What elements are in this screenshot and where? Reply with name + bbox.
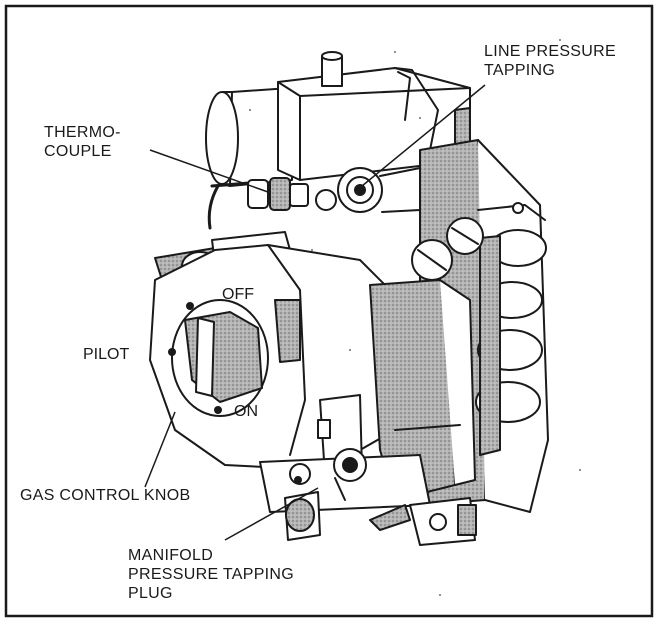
leader-line-pressure: [361, 84, 486, 187]
figure-frame: [4, 4, 654, 618]
gas-control-knob: [168, 299, 269, 417]
leader-lines: [144, 84, 486, 541]
label-manifold-line3: PLUG: [128, 585, 173, 602]
print-speckle: [249, 39, 581, 596]
line-pressure-fitting: [337, 167, 421, 213]
label-manifold-pressure-tapping-plug: MANIFOLD PRESSURE TAPPING PLUG: [128, 546, 294, 603]
label-thermocouple-line1: THERMO-: [44, 124, 121, 141]
label-thermocouple-line2: COUPLE: [44, 143, 112, 160]
thermocouple-fitting: [207, 177, 337, 230]
label-gas-control-knob: GAS CONTROL KNOB: [20, 487, 191, 504]
label-thermocouple: THERMO- COUPLE: [44, 123, 121, 161]
front-cover: [369, 279, 476, 501]
label-line-pressure-tapping-line2: TAPPING: [484, 62, 556, 79]
label-manifold-line1: MANIFOLD: [128, 547, 214, 564]
label-line-pressure-tapping: LINE PRESSURE TAPPING: [484, 42, 616, 80]
manifold-plug: [284, 448, 367, 541]
body-screws: [411, 217, 484, 281]
knob-position-on: ON: [234, 403, 258, 420]
leader-manifold: [224, 487, 319, 541]
knob-position-off: OFF: [222, 286, 254, 303]
leader-thermocouple: [149, 149, 269, 193]
knob-position-pilot: PILOT: [83, 346, 130, 363]
leader-gas-knob: [144, 411, 176, 488]
label-line-pressure-tapping-line1: LINE PRESSURE: [484, 43, 616, 60]
label-manifold-line2: PRESSURE TAPPING: [128, 566, 295, 583]
solenoid-cylinder: [205, 87, 293, 187]
